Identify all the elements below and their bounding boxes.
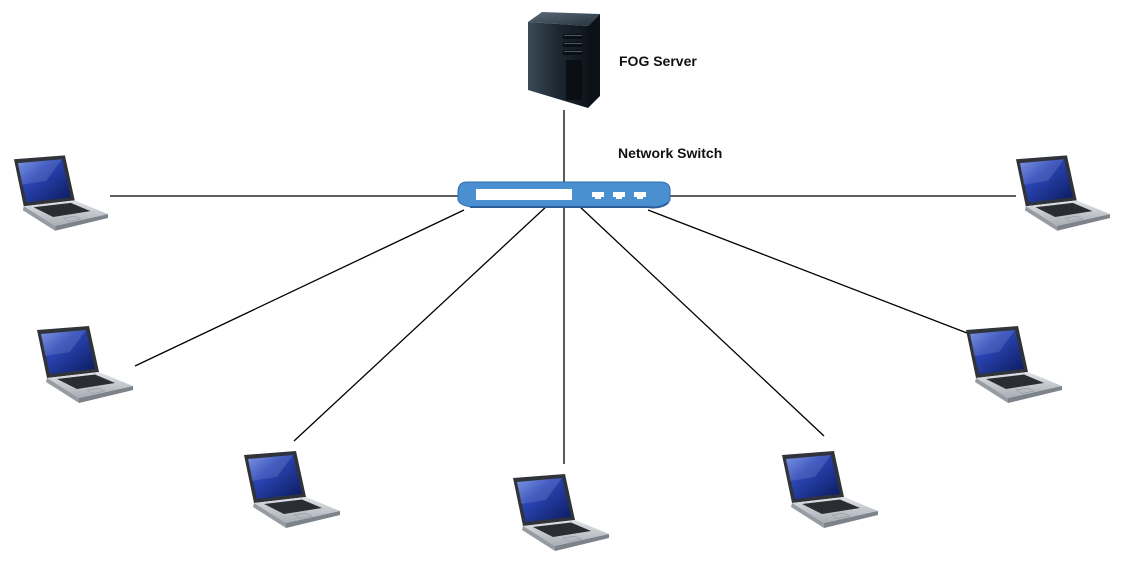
laptop-icon bbox=[512, 474, 610, 552]
laptop-icon bbox=[36, 326, 134, 404]
laptop-icon bbox=[243, 451, 341, 529]
laptop-icon bbox=[781, 451, 879, 529]
wires bbox=[110, 110, 1016, 464]
laptop-icon bbox=[13, 155, 109, 232]
server-tower-icon bbox=[528, 12, 600, 108]
switch-label: Network Switch bbox=[618, 145, 723, 161]
laptop-icon bbox=[965, 326, 1063, 404]
wire-switch-laptop-3 bbox=[293, 204, 549, 442]
server-label: FOG Server bbox=[619, 53, 697, 69]
wire-switch-laptop-2 bbox=[134, 209, 465, 367]
wire-switch-laptop-6 bbox=[647, 209, 968, 334]
network-switch-icon bbox=[457, 181, 671, 209]
wire-switch-laptop-5 bbox=[577, 204, 825, 437]
laptop-icon bbox=[1015, 155, 1111, 232]
